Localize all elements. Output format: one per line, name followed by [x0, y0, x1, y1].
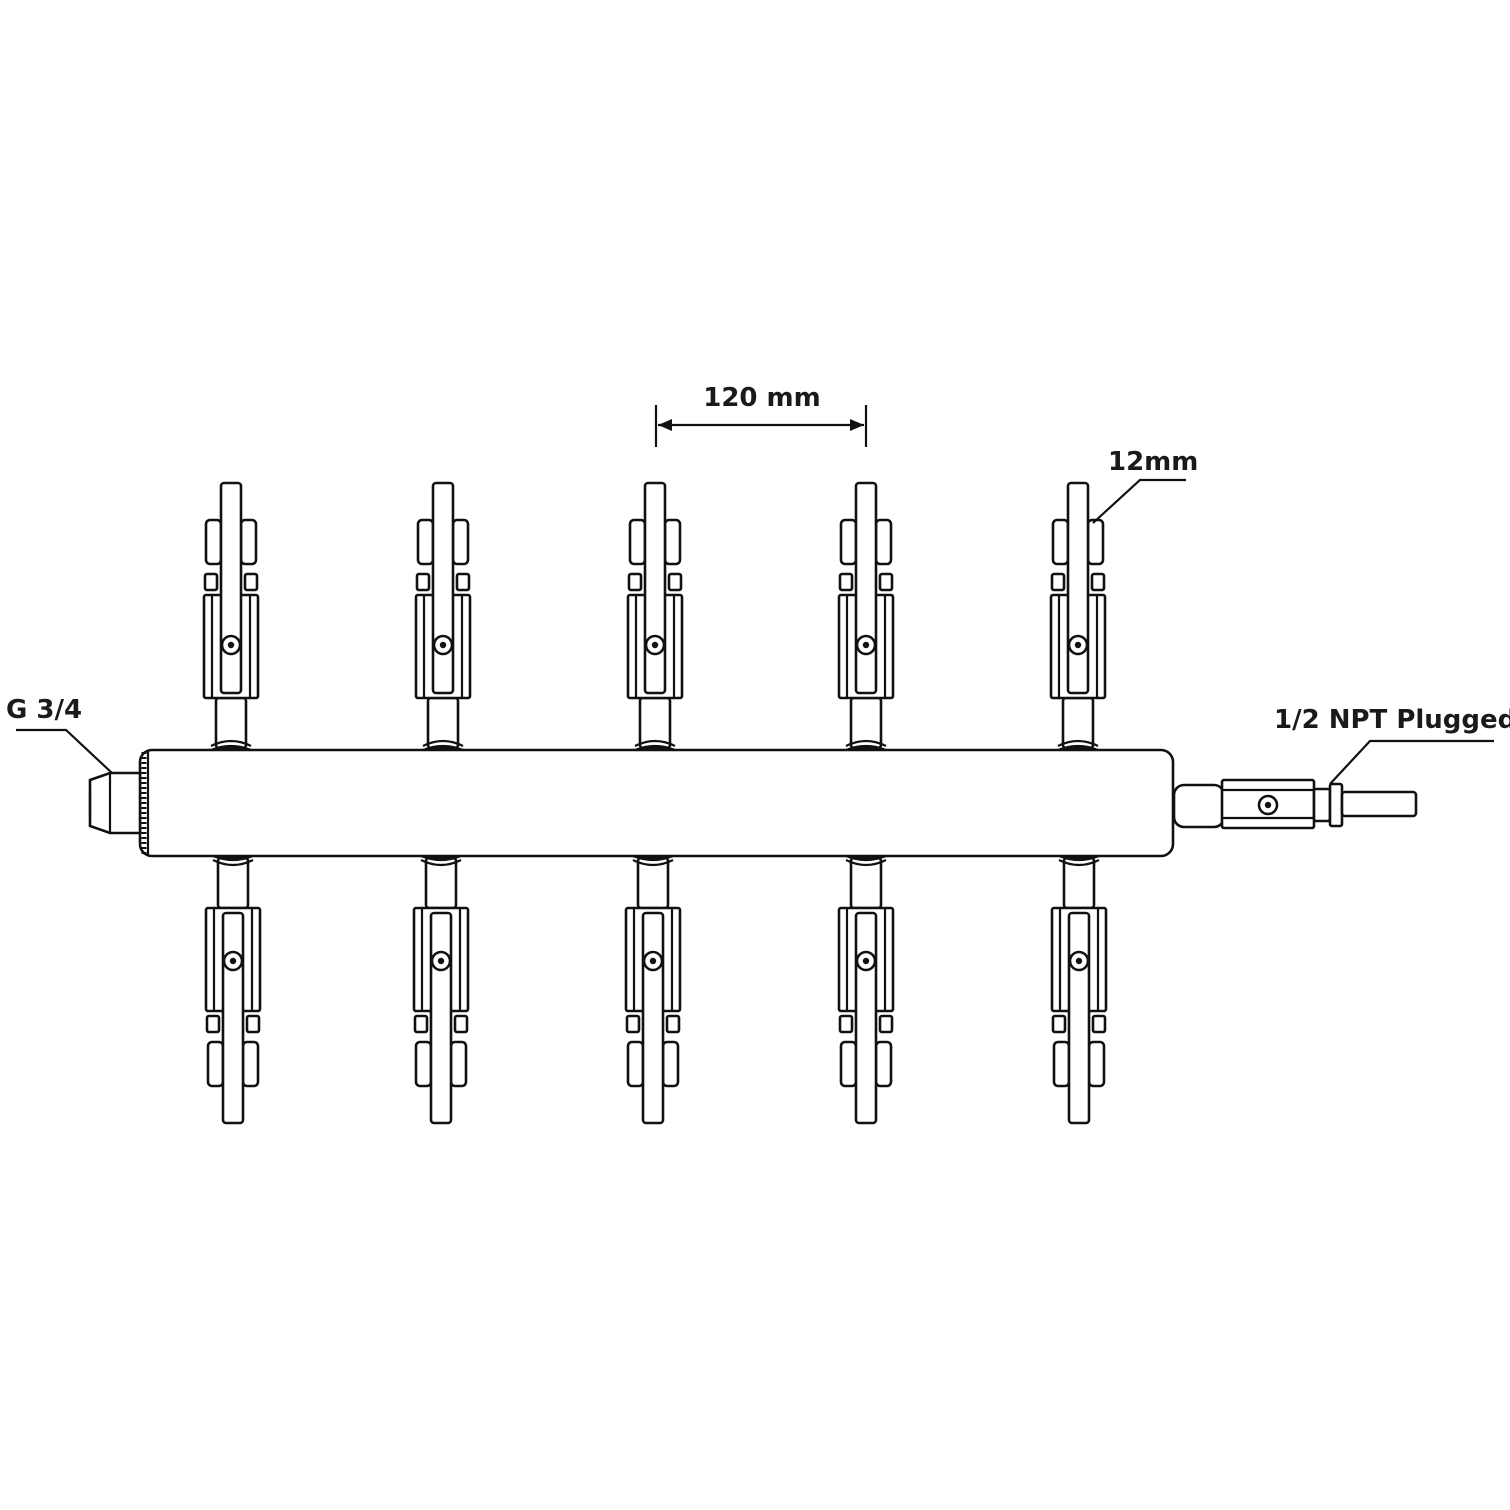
outlet-size-callout: 12mm — [1092, 447, 1198, 524]
bottom-valve-2 — [412, 854, 470, 1125]
manifold-header — [138, 748, 1175, 858]
top-valve-4 — [837, 481, 895, 752]
inlet-label: G 3/4 — [6, 695, 82, 725]
top-valve-5 — [1049, 481, 1107, 752]
spacing-dimension: 120 mm — [654, 383, 868, 447]
inlet-fitting — [88, 771, 142, 835]
bottom-valve-4 — [837, 854, 895, 1125]
end-port-fitting — [1172, 778, 1418, 830]
end-port-label: 1/2 NPT Plugged — [1274, 705, 1510, 735]
end-port-callout: 1/2 NPT Plugged — [1274, 705, 1510, 785]
top-valve-3 — [626, 481, 684, 752]
bottom-outlets — [204, 854, 1108, 1125]
bottom-valve-5 — [1050, 854, 1108, 1125]
bottom-valve-1 — [204, 854, 262, 1125]
top-valve-2 — [414, 481, 472, 752]
spacing-label: 120 mm — [703, 383, 821, 413]
inlet-callout: G 3/4 — [6, 695, 113, 774]
top-outlets — [202, 481, 1107, 752]
outlet-size-label: 12mm — [1108, 447, 1198, 477]
bottom-valve-3 — [624, 854, 682, 1125]
top-valve-1 — [202, 481, 260, 752]
